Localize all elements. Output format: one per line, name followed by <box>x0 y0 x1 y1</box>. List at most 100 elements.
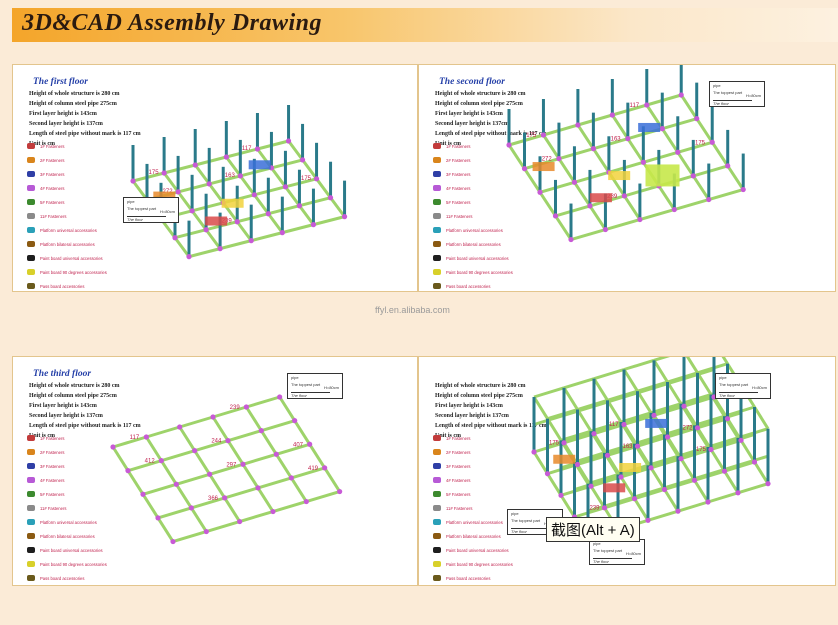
fastener-icon <box>27 477 35 483</box>
spec-line: Height of column steel pipe 275cm <box>29 101 117 107</box>
fastener-joint <box>590 146 596 152</box>
legend-label: 3# Fasteners <box>446 463 471 469</box>
steel-pipe <box>112 435 147 449</box>
steel-pipe <box>508 133 544 147</box>
fastener-icon <box>27 435 35 441</box>
legend-item: Paint board universal accessories <box>433 253 513 263</box>
fastener-joint <box>303 498 309 505</box>
fastener-joint <box>544 471 551 477</box>
fastener-icon <box>433 185 441 191</box>
callout-pipe-label: pipe <box>593 541 601 546</box>
fastener-joint <box>273 451 279 457</box>
callout-height-label: H=80cm <box>745 93 761 98</box>
fastener-icon <box>27 269 35 275</box>
legend-item: 5# Fasteners <box>27 489 107 499</box>
steel-pipe <box>267 204 300 216</box>
callout-floor-label: The floor <box>719 393 735 398</box>
fastener-joint <box>721 468 728 474</box>
steel-pipe <box>194 155 227 167</box>
fastener-joint <box>706 196 712 203</box>
fastener-joint <box>225 438 231 444</box>
legend-label: 11# Fasteners <box>446 505 473 511</box>
steel-pipe <box>611 103 648 117</box>
steel-pipe <box>692 164 729 178</box>
steel-pipe <box>212 405 247 419</box>
steel-pipe <box>737 482 769 495</box>
play-equipment <box>638 122 661 132</box>
fastener-joint <box>521 166 528 172</box>
fastener-joint <box>740 186 746 193</box>
legend-label: Paint board universal accessories <box>446 547 509 553</box>
fastener-joint <box>313 176 320 182</box>
fastener-joint <box>110 444 116 450</box>
callout-pipe-label: pipe <box>713 83 721 88</box>
legend-item: Platform bilateral accessories <box>27 239 107 249</box>
fastener-icon <box>27 143 35 149</box>
legend-label: Platform universal accessories <box>446 227 503 233</box>
legend-item: 3# Fasteners <box>27 169 107 179</box>
dimension-label: 419 <box>308 466 319 472</box>
dimension-label: 239 <box>590 505 601 511</box>
fastener-joint <box>158 458 164 464</box>
callout-height-label: H=80cm <box>159 209 175 214</box>
fastener-icon <box>27 533 35 539</box>
fastener-joint <box>155 515 161 521</box>
legend-item: Paint board universal accessories <box>27 545 107 555</box>
fastener-joint <box>296 203 303 209</box>
legend-label: 1# Fasteners <box>40 143 65 149</box>
legend-label: 1# Fasteners <box>446 143 471 149</box>
fastener-joint <box>125 468 131 474</box>
legend-item: 2# Fasteners <box>433 155 513 165</box>
fastener-joint <box>675 149 681 155</box>
callout-part-label: The toppest part <box>511 518 541 523</box>
steel-pipe <box>257 139 289 151</box>
fastener-icon <box>27 157 35 163</box>
fastener-joint <box>337 488 343 495</box>
fastener-joint <box>310 222 317 228</box>
fastener-joint <box>640 159 646 165</box>
fastener-joint <box>175 189 181 195</box>
fastener-icon <box>433 505 441 511</box>
steel-pipe <box>661 117 698 131</box>
legend-item: 11# Fasteners <box>27 503 107 513</box>
legend-item: Platform universal accessories <box>433 517 513 527</box>
legend-label: Platform bilateral accessories <box>40 241 95 247</box>
spec-line: Height of whole structure is 280 cm <box>435 383 526 389</box>
dimension-label: 366 <box>208 496 219 502</box>
legend-item: 3# Fasteners <box>433 169 513 179</box>
fastener-joint <box>237 518 243 525</box>
play-equipment <box>603 483 626 493</box>
steel-pipe <box>245 395 281 409</box>
steel-pipe <box>577 113 613 127</box>
steel-pipe <box>707 491 739 504</box>
fastener-joint <box>223 154 229 160</box>
legend-item: Pass board accessories <box>27 281 107 291</box>
fastener-icon <box>433 283 441 289</box>
fastener-icon <box>27 227 35 233</box>
fastener-joint <box>192 162 198 168</box>
fastener-joint <box>765 481 771 487</box>
steel-pipe <box>225 147 258 159</box>
legend-label: Pass board accessories <box>40 283 85 289</box>
floor-title: The first floor <box>33 77 88 87</box>
spec-line: Unit is cm <box>435 433 461 439</box>
fastener-joint <box>644 102 650 108</box>
fastener-joint <box>575 122 581 128</box>
fastener-icon <box>433 547 441 553</box>
steel-pipe <box>250 231 283 243</box>
steel-pipe <box>190 496 226 510</box>
fastener-joint <box>531 449 537 455</box>
fastener-joint <box>568 236 574 243</box>
fastener-joint <box>571 179 578 185</box>
fastener-joint <box>203 227 209 233</box>
legend-item: 2# Fasteners <box>27 155 107 165</box>
page-title: 3D&CAD Assembly Drawing <box>22 10 322 36</box>
fastener-joint <box>661 486 668 493</box>
fastener-joint <box>609 112 615 118</box>
spec-line: Unit is cm <box>29 141 55 147</box>
